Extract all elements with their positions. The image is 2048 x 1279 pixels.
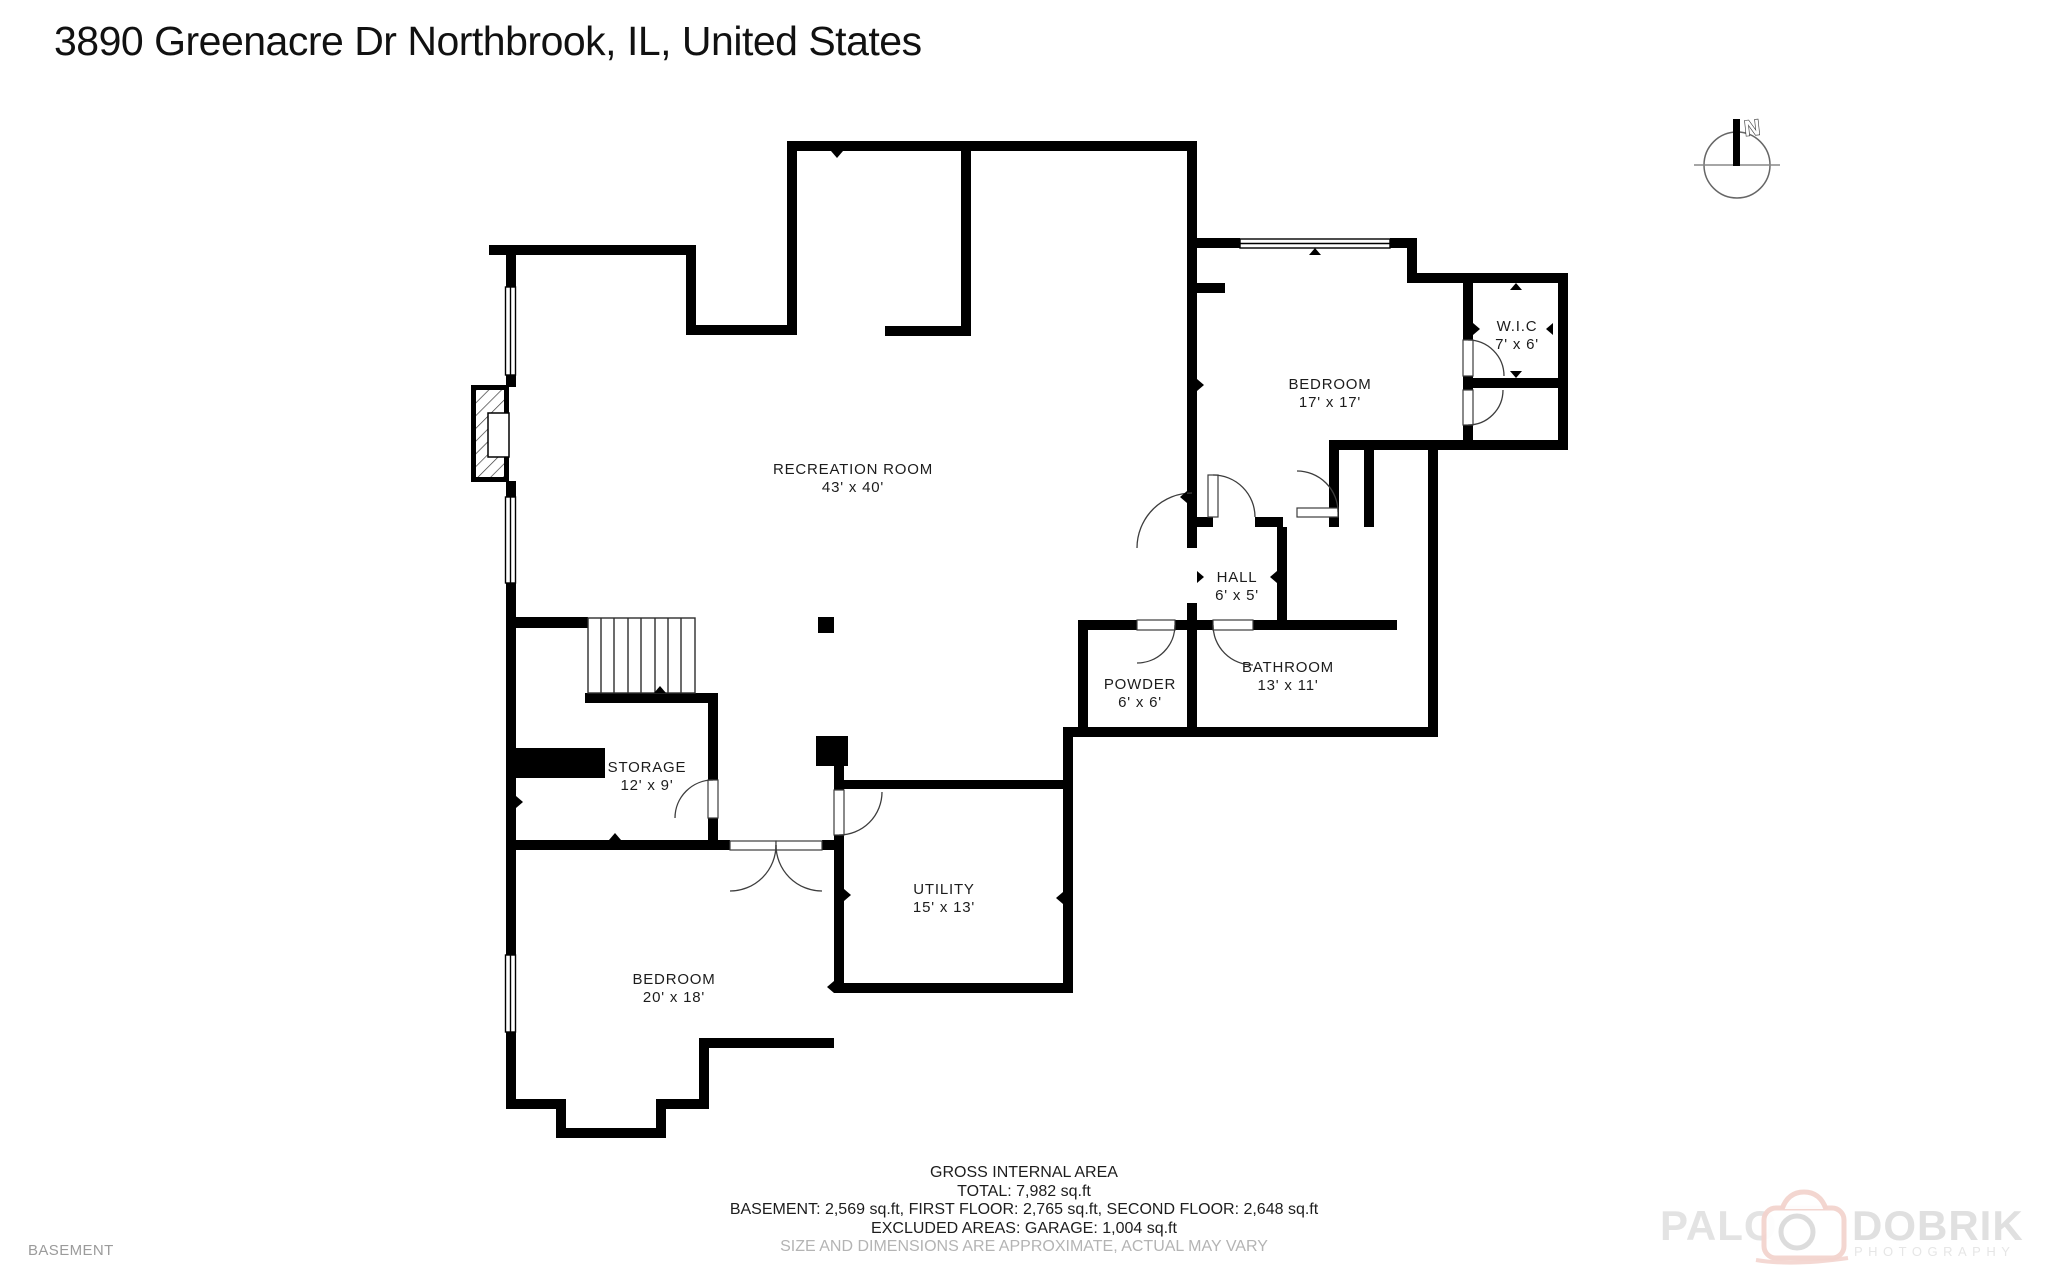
door-leaf-bedroom-2: [1296, 507, 1339, 518]
door-leaf-utility: [833, 789, 845, 836]
room-name: BEDROOM: [632, 971, 716, 988]
room-name: HALL: [1216, 569, 1258, 586]
camera-icon: [1755, 1189, 1849, 1265]
compass-needle: [1733, 119, 1740, 166]
room-dimensions: 7' x 6': [1495, 336, 1539, 353]
watermark-subtitle: PHOTOGRAPHY: [1854, 1244, 2016, 1259]
window-left-3: [504, 954, 517, 1033]
room-name: W.I.C: [1496, 318, 1538, 335]
page-title: 3890 Greenacre Dr Northbrook, IL, United…: [54, 18, 922, 64]
floor-name-label: BASEMENT: [28, 1242, 114, 1259]
area-summary: GROSS INTERNAL AREA TOTAL: 7,982 sq.ft B…: [730, 1164, 1318, 1257]
window-left-1: [504, 286, 517, 376]
door-arc-wic: [1467, 339, 1505, 377]
room-dimensions: 12' x 9': [620, 777, 674, 794]
photography-watermark: PALO DOBRIK PHOTOGRAPHY: [1656, 1189, 2048, 1272]
door-arc-powder: [1136, 624, 1176, 664]
excluded-areas-line: EXCLUDED AREAS: GARAGE: 1,004 sq.ft: [871, 1219, 1177, 1237]
door-leaf-wic: [1462, 339, 1474, 377]
door-arc-bedroom-1: [1212, 474, 1256, 518]
door-arc-utility: [838, 791, 883, 836]
door-arc-closet: [1467, 389, 1504, 426]
room-dimensions: 6' x 6': [1118, 694, 1162, 711]
room-dimensions: 43' x 40': [821, 479, 885, 496]
door-arc-double-right: [775, 844, 823, 892]
pillar: [818, 617, 834, 633]
door-arc-double-left: [729, 844, 777, 892]
room-dimensions: 13' x 11': [1257, 677, 1319, 694]
room-dimensions: 20' x 18': [642, 989, 706, 1006]
door-leaf-double-left: [729, 840, 777, 851]
door-arcs-layer: [674, 339, 1505, 892]
window-bedroom-top: [1239, 238, 1391, 249]
north-compass: N: [1694, 114, 1780, 199]
total-area-line: TOTAL: 7,982 sq.ft: [957, 1182, 1091, 1200]
door-leaf-storage: [707, 779, 719, 819]
gross-internal-area-heading: GROSS INTERNAL AREA: [930, 1164, 1118, 1181]
fireplace: [471, 385, 510, 482]
door-arc-bedroom-2: [1296, 470, 1339, 513]
door-leaf-powder: [1136, 619, 1176, 631]
room-name: UTILITY: [913, 881, 975, 898]
watermark-word-dobrik: DOBRIK: [1852, 1202, 2024, 1249]
door-leaves-layer: [707, 339, 1474, 851]
door-arc-storage: [674, 779, 714, 819]
wall-tick-markers: [516, 151, 1553, 1135]
walls-layer: [489, 141, 1568, 1138]
compass-north-label: N: [1743, 114, 1761, 141]
room-dimensions: 15' x 13': [912, 899, 976, 916]
size-disclaimer: SIZE AND DIMENSIONS ARE APPROXIMATE, ACT…: [780, 1238, 1268, 1255]
watermark-word-palo: PALO: [1660, 1202, 1778, 1249]
door-arc-hall: [1136, 492, 1193, 549]
door-arc-bathroom: [1212, 624, 1254, 666]
staircase: [587, 617, 696, 694]
room-name: BEDROOM: [1288, 376, 1372, 393]
room-name: BATHROOM: [1242, 659, 1334, 676]
door-leaf-bathroom: [1212, 619, 1254, 631]
door-leaf-bedroom-1: [1207, 474, 1219, 518]
room-dimensions: 17' x 17': [1298, 394, 1362, 411]
room-name: POWDER: [1103, 676, 1177, 693]
window-left-2: [504, 496, 517, 584]
door-leaf-closet: [1462, 389, 1474, 426]
room-name: STORAGE: [607, 759, 687, 776]
room-dimensions: 6' x 5': [1215, 587, 1259, 604]
room-name: RECREATION ROOM: [772, 461, 934, 478]
floor-areas-line: BASEMENT: 2,569 sq.ft, FIRST FLOOR: 2,76…: [729, 1201, 1319, 1218]
door-leaf-double-right: [775, 840, 823, 851]
